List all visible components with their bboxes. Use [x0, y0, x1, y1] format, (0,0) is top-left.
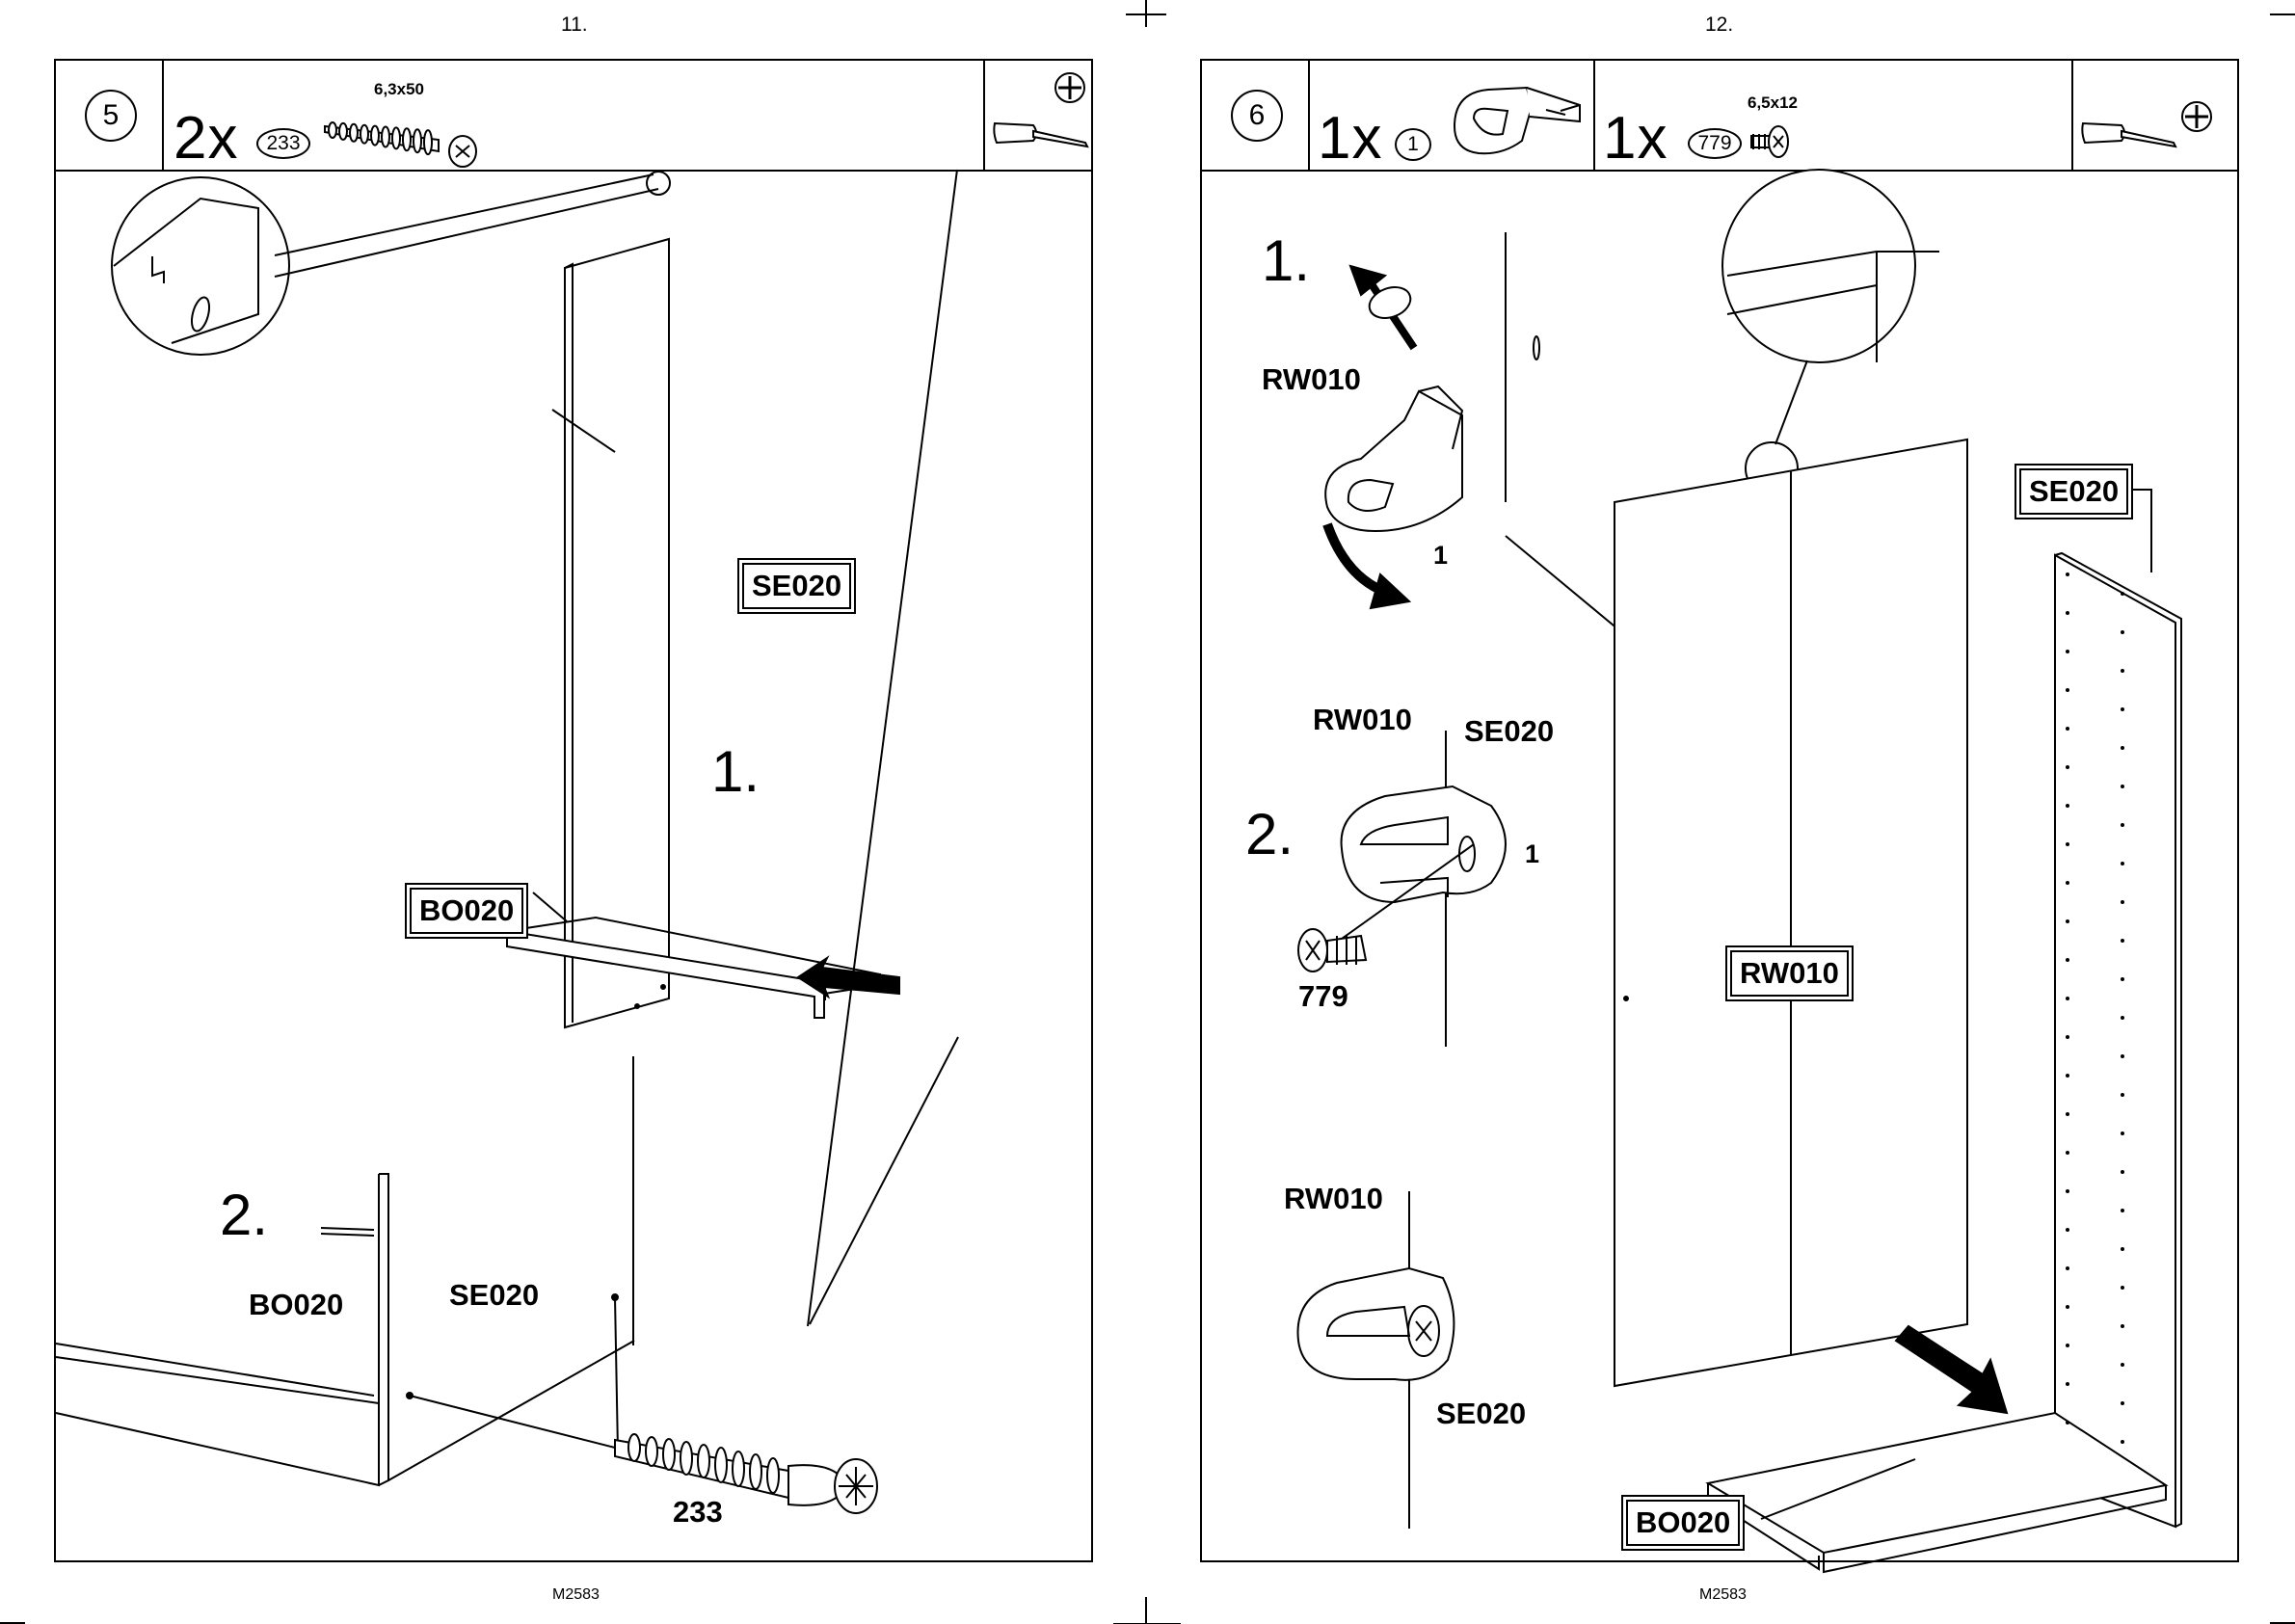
bo020-box-label: BO020	[1626, 1500, 1740, 1546]
parts-header: 5 2x 233 6,3x50	[56, 61, 1091, 172]
part-quantity: 2x	[173, 109, 238, 169]
rw010-label-1: RW010	[1262, 362, 1361, 397]
step-6-panel: 6 1x 1 1x 779 6,5x12	[1200, 59, 2239, 1562]
crop-mark	[1126, 13, 1166, 15]
rw010-label-2: RW010	[1313, 703, 1412, 737]
step-5-panel: 5 2x 233 6,3x50	[54, 59, 1093, 1562]
page-number: 11.	[561, 13, 588, 37]
screw-dimension: 6,5x12	[1748, 93, 1798, 113]
footer-code: M2583	[1699, 1586, 1747, 1604]
screwdriver-icon	[991, 114, 1091, 152]
phillips-head-icon	[1053, 70, 1087, 105]
substep-2: 2.	[1245, 801, 1294, 867]
part-quantity: 1x	[1318, 109, 1382, 169]
part-1-label-1: 1	[1433, 541, 1448, 571]
part-id-badge: 233	[256, 128, 310, 159]
bo020-label: BO020	[410, 888, 523, 934]
part-id-badge: 779	[1688, 128, 1742, 159]
step-cell: 5	[56, 61, 164, 170]
footer-code: M2583	[552, 1586, 600, 1604]
screw-779-label: 779	[1298, 979, 1348, 1014]
se020-text: SE020	[449, 1278, 539, 1313]
page-number: 12.	[1705, 13, 1733, 37]
part-779-cell: 1x 779 6,5x12	[1595, 61, 2073, 170]
crop-mark	[1145, 1597, 1147, 1624]
step-number: 5	[85, 90, 137, 142]
shelf-support-clip-icon	[1445, 78, 1589, 160]
substep-1: 1.	[711, 738, 760, 805]
step-number: 6	[1231, 90, 1283, 142]
substep-2: 2.	[220, 1182, 268, 1248]
parts-cell: 2x 233 6,3x50	[164, 61, 985, 170]
part-quantity: 1x	[1603, 109, 1668, 169]
phillips-head-icon	[2179, 99, 2214, 134]
tools-cell	[985, 61, 1091, 170]
se020-label: SE020	[742, 563, 851, 609]
rw010-label-3: RW010	[1284, 1182, 1383, 1216]
part-1-cell: 1x 1	[1310, 61, 1595, 170]
screw-dimension: 6,3x50	[374, 80, 424, 99]
assembly-drawing	[56, 170, 1091, 1560]
part-id-badge: 1	[1395, 128, 1431, 161]
short-screw-icon	[1748, 119, 1794, 161]
screw-233-label: 233	[673, 1495, 723, 1530]
tools-cell	[2073, 61, 2237, 170]
substep-1: 1.	[1262, 227, 1310, 294]
se020-label-3: SE020	[1436, 1397, 1526, 1431]
wood-screw-icon	[323, 101, 482, 159]
se020-box-label: SE020	[2019, 468, 2128, 515]
rw010-box-label: RW010	[1730, 950, 1849, 997]
crop-mark	[2270, 13, 2295, 15]
screwdriver-icon	[2079, 114, 2179, 152]
step-cell: 6	[1202, 61, 1310, 170]
se020-label-2: SE020	[1464, 714, 1554, 749]
step-5-diagram: SE020 BO020 1. 2. BO020 SE020 233	[56, 170, 1091, 1560]
parts-header: 6 1x 1 1x 779 6,5x12	[1202, 61, 2237, 172]
part-1-label-2: 1	[1525, 839, 1539, 869]
step-6-diagram: 1. RW010 1 RW010 SE020 2. 1 779 RW010 SE…	[1202, 170, 2237, 1560]
bo020-text: BO020	[249, 1288, 343, 1322]
